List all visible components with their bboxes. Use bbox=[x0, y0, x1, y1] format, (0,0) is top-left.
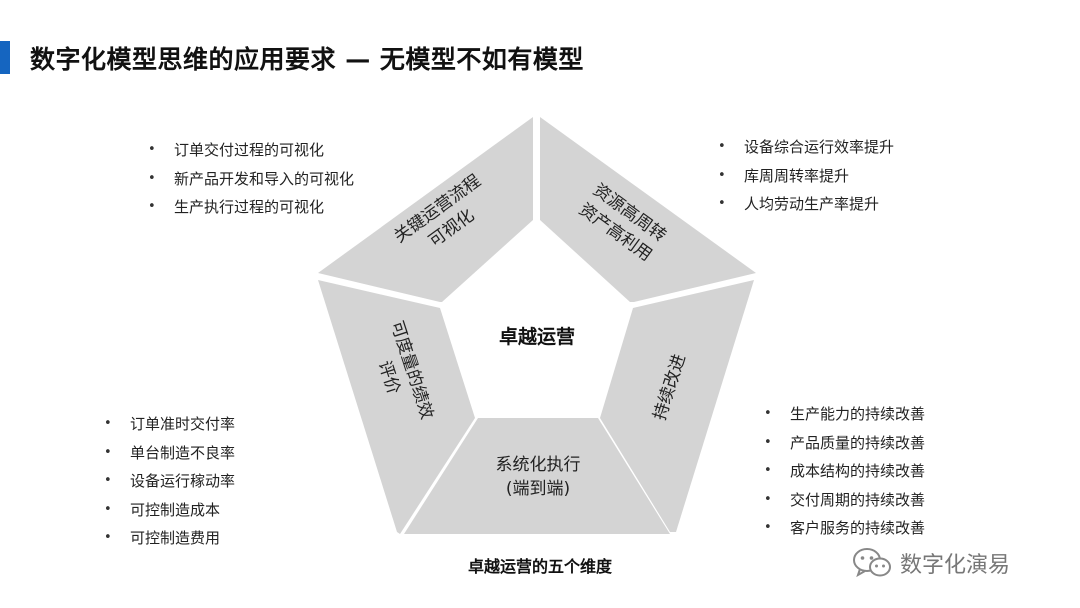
list-item: 单台制造不良率 bbox=[104, 443, 235, 472]
list-item: 成本结构的持续改善 bbox=[764, 461, 925, 490]
list-item: 库周周转率提升 bbox=[718, 166, 894, 195]
diagram-caption: 卓越运营的五个维度 bbox=[467, 557, 612, 576]
list-item: 设备运行稼动率 bbox=[104, 471, 235, 500]
list-item: 生产执行过程的可视化 bbox=[148, 197, 354, 226]
list-item: 客户服务的持续改善 bbox=[764, 518, 925, 547]
list-item: 可控制造成本 bbox=[104, 500, 235, 529]
segment-bottom bbox=[404, 418, 670, 534]
wechat-icon bbox=[853, 548, 891, 578]
segment-left bbox=[318, 280, 475, 534]
list-item: 设备综合运行效率提升 bbox=[718, 137, 894, 166]
segment-top-right bbox=[540, 117, 756, 302]
watermark-text: 数字化演易 bbox=[900, 553, 1011, 578]
list-item: 订单交付过程的可视化 bbox=[148, 140, 354, 169]
segment-label-bottom-2: (端到端) bbox=[506, 479, 570, 499]
title-accent-bar bbox=[0, 41, 10, 74]
page-title: 数字化模型思维的应用要求 — 无模型不如有模型 bbox=[30, 45, 584, 74]
list-item: 可控制造费用 bbox=[104, 528, 235, 557]
bullet-list-right: 生产能力的持续改善 产品质量的持续改善 成本结构的持续改善 交付周期的持续改善 … bbox=[764, 404, 925, 547]
list-item: 生产能力的持续改善 bbox=[764, 404, 925, 433]
watermark: 数字化演易 bbox=[852, 546, 1010, 580]
bullet-list-left: 订单准时交付率 单台制造不良率 设备运行稼动率 可控制造成本 可控制造费用 bbox=[104, 414, 235, 557]
list-item: 产品质量的持续改善 bbox=[764, 433, 925, 462]
bullet-list-top-left: 订单交付过程的可视化 新产品开发和导入的可视化 生产执行过程的可视化 bbox=[148, 140, 354, 226]
list-item: 新产品开发和导入的可视化 bbox=[148, 169, 354, 198]
bullet-list-top-right: 设备综合运行效率提升 库周周转率提升 人均劳动生产率提升 bbox=[718, 137, 894, 223]
segment-right bbox=[600, 280, 754, 532]
list-item: 交付周期的持续改善 bbox=[764, 490, 925, 519]
center-label: 卓越运营 bbox=[499, 325, 575, 348]
list-item: 人均劳动生产率提升 bbox=[718, 194, 894, 223]
list-item: 订单准时交付率 bbox=[104, 414, 235, 443]
segment-top-left bbox=[318, 117, 533, 302]
segment-label-bottom-1: 系统化执行 bbox=[496, 455, 581, 475]
